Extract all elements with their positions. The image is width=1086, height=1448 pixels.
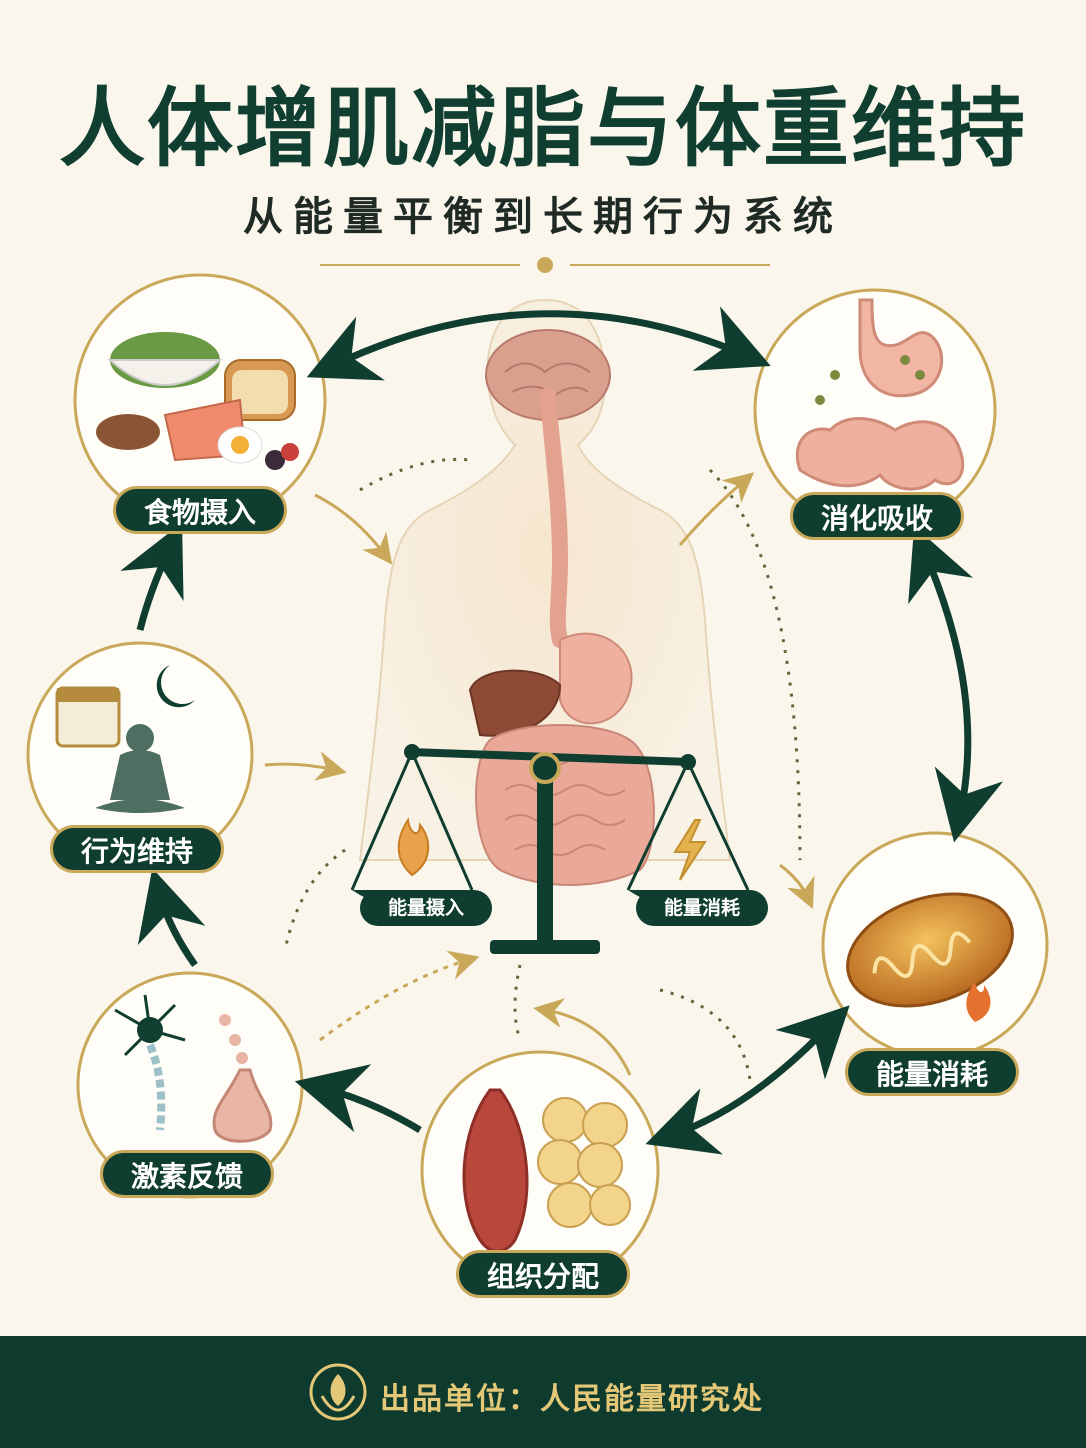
footer-bar: 出品单位：人民能量研究处 [0,1336,1086,1448]
leaf-emblem-icon [309,1363,367,1421]
mitochondria-icon [846,892,1014,1008]
arrow-digestion-energy [908,526,1004,843]
label-behavior-maintenance[interactable]: 行为维持 [50,825,224,873]
page-title: 人体增肌减脂与体重维持 [59,78,1027,179]
fat-cells-icon [537,1097,631,1228]
node-energy-expenditure-circle [821,831,1049,1059]
label-food-intake[interactable]: 食物摄入 [113,486,287,534]
arrow-behavior-food [120,522,184,631]
pan-label-intake: 能量摄入 [360,890,492,926]
label-energy-expenditure[interactable]: 能量消耗 [845,1048,1019,1096]
arrow-tissue-hormone [294,1064,422,1134]
moon-icon [156,665,195,708]
node-tissue-circle [420,1050,660,1290]
label-hormone-feedback[interactable]: 激素反馈 [100,1150,274,1198]
intestines-icon [475,724,655,886]
flow-arrows [264,472,815,1076]
cycle-arrows [120,306,1004,1155]
arrow-food-digestion [306,306,771,381]
node-behavior-circle [26,641,254,869]
node-food-intake-circle [73,273,327,527]
title-divider [320,257,770,273]
intestine-digest-icon [795,416,965,491]
esophagus-icon [540,387,569,648]
flame-icon [397,817,430,877]
arrow-hormone-behavior [137,868,206,968]
gland-icon [212,1068,273,1143]
label-digestion[interactable]: 消化吸收 [790,492,964,540]
arrow-energy-tissue [645,1005,850,1155]
lightning-icon [673,819,707,881]
feedback-dotted-arrows [283,457,802,1081]
stomach-icon [559,632,633,725]
pan-label-expenditure: 能量消耗 [636,890,768,926]
berries-icon [265,450,285,470]
meditation-figure-icon [126,724,154,752]
footer-credit: 出品单位：人民能量研究处 [380,1382,764,1417]
small-flame-icon [966,982,991,1022]
nuts-bowl-icon [96,414,160,450]
page-subtitle: 从能量平衡到长期行为系统 [243,194,843,240]
label-tissue-allocation[interactable]: 组织分配 [456,1250,630,1298]
